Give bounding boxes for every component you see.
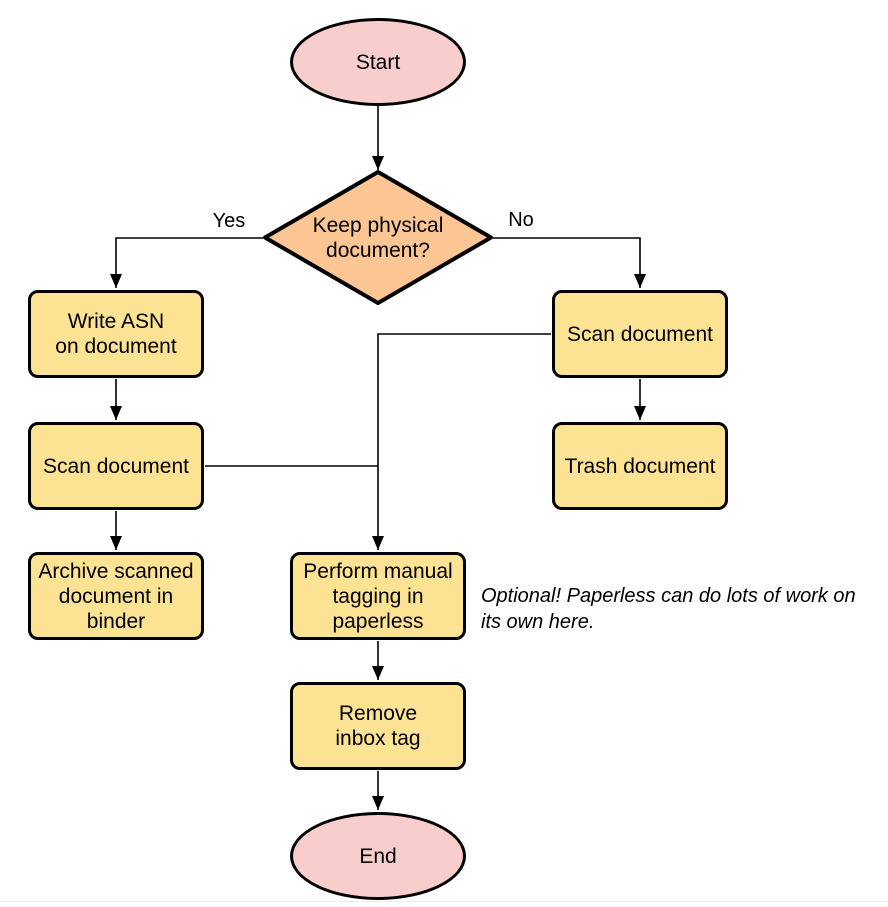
node-scan-document-right: Scan document xyxy=(552,290,728,378)
edge-label-no: No xyxy=(508,209,534,231)
node-decision-label: Keep physical document? xyxy=(312,213,444,262)
node-remove-inbox-tag: Remove inbox tag xyxy=(290,682,466,770)
node-manual-tagging: Perform manual tagging in paperless xyxy=(290,552,466,640)
optional-note: Optional! Paperless can do lots of work … xyxy=(481,585,856,633)
edge-label-yes: Yes xyxy=(212,210,246,232)
edge-decision-yes-to-write-asn xyxy=(110,237,263,288)
node-end: End xyxy=(290,812,466,900)
node-scan-document-left: Scan document xyxy=(28,422,204,510)
edge-decision-no-to-scan-right xyxy=(493,237,646,288)
node-archive-binder: Archive scanned document in binder xyxy=(28,552,204,640)
node-trash-document: Trash document xyxy=(552,422,728,510)
decision-diamond-shape xyxy=(263,170,493,305)
node-write-asn: Write ASN on document xyxy=(28,290,204,378)
node-start: Start xyxy=(290,18,466,106)
edge-scan-right-to-tagging xyxy=(372,333,551,550)
page-bottom-border xyxy=(0,901,888,902)
